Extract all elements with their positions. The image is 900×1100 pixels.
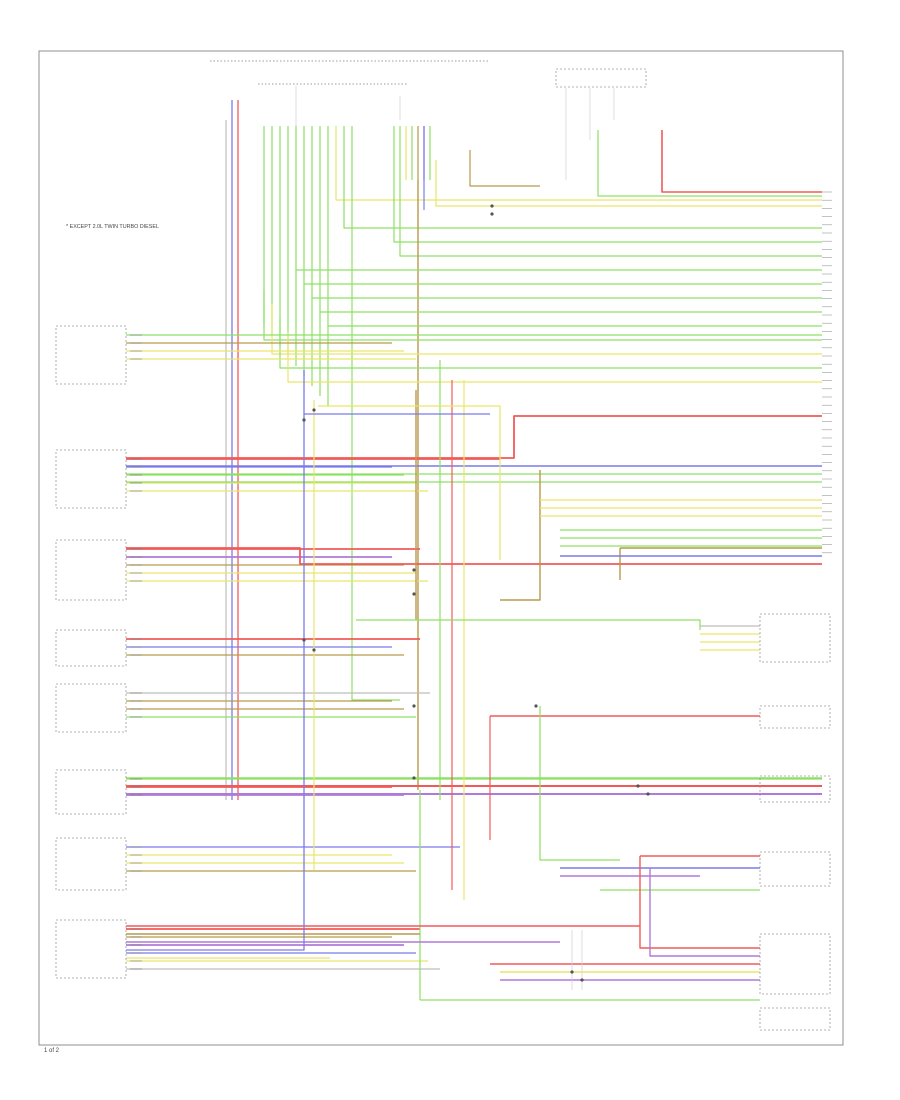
diagram-note: * EXCEPT 2.0L TWIN TURBO DIESEL <box>66 224 159 230</box>
splice-dot <box>302 638 306 642</box>
splice-dot <box>646 792 650 796</box>
left-component-3 <box>55 539 127 601</box>
relay-output <box>597 130 822 197</box>
long-blue-wire <box>126 920 305 951</box>
right-component-stability <box>759 1007 831 1031</box>
splice-dot <box>312 408 316 412</box>
tcm-wire <box>649 868 760 957</box>
ecm-bus-wire <box>263 290 822 341</box>
red-power-wire <box>126 547 822 565</box>
left-component-6 <box>55 769 127 815</box>
green-feed <box>356 619 701 630</box>
splice-dot <box>490 204 494 208</box>
splice-dot <box>534 704 538 708</box>
splice-dot <box>412 704 416 708</box>
splice-dot <box>490 212 494 216</box>
component-layer <box>55 60 832 1031</box>
ecm-right-wire <box>393 180 822 243</box>
left-component-5 <box>55 683 127 733</box>
fuse-output-red <box>661 130 822 193</box>
ecm-right-wire <box>399 180 822 257</box>
ecm-wire-yellow <box>335 126 822 201</box>
page-label: 1 of 2 <box>44 1048 60 1054</box>
ecm-bus-wire <box>271 304 822 355</box>
green-route <box>539 706 620 861</box>
ecm-wire-green <box>343 126 822 229</box>
splice-dot <box>412 568 416 572</box>
wire-brown <box>469 150 540 187</box>
diagram-frame <box>38 50 844 1046</box>
wire-layer <box>126 86 822 1001</box>
splice-dot <box>570 970 574 974</box>
relay-box <box>555 68 647 88</box>
right-component-tcm-c <box>759 933 831 995</box>
tcm-wire <box>639 856 760 949</box>
splice-dot <box>636 784 640 788</box>
ecm-right-wire-yellow <box>435 160 822 207</box>
splice-dot <box>412 776 416 780</box>
left-component-7 <box>55 837 127 891</box>
right-component-coolant-level <box>759 705 831 729</box>
splice-dot <box>580 978 584 982</box>
ecm-wire-green-long <box>351 126 400 701</box>
right-component-camshaft-sensor <box>759 613 831 663</box>
red-power-wire <box>126 415 822 459</box>
splice-dot <box>312 648 316 652</box>
brown-feed <box>500 470 541 601</box>
horizontal-yellow <box>318 405 501 560</box>
ecm-bus-wire <box>287 332 822 383</box>
left-component-4 <box>55 629 127 667</box>
splice-dot <box>302 418 306 422</box>
splice-dot <box>412 592 416 596</box>
